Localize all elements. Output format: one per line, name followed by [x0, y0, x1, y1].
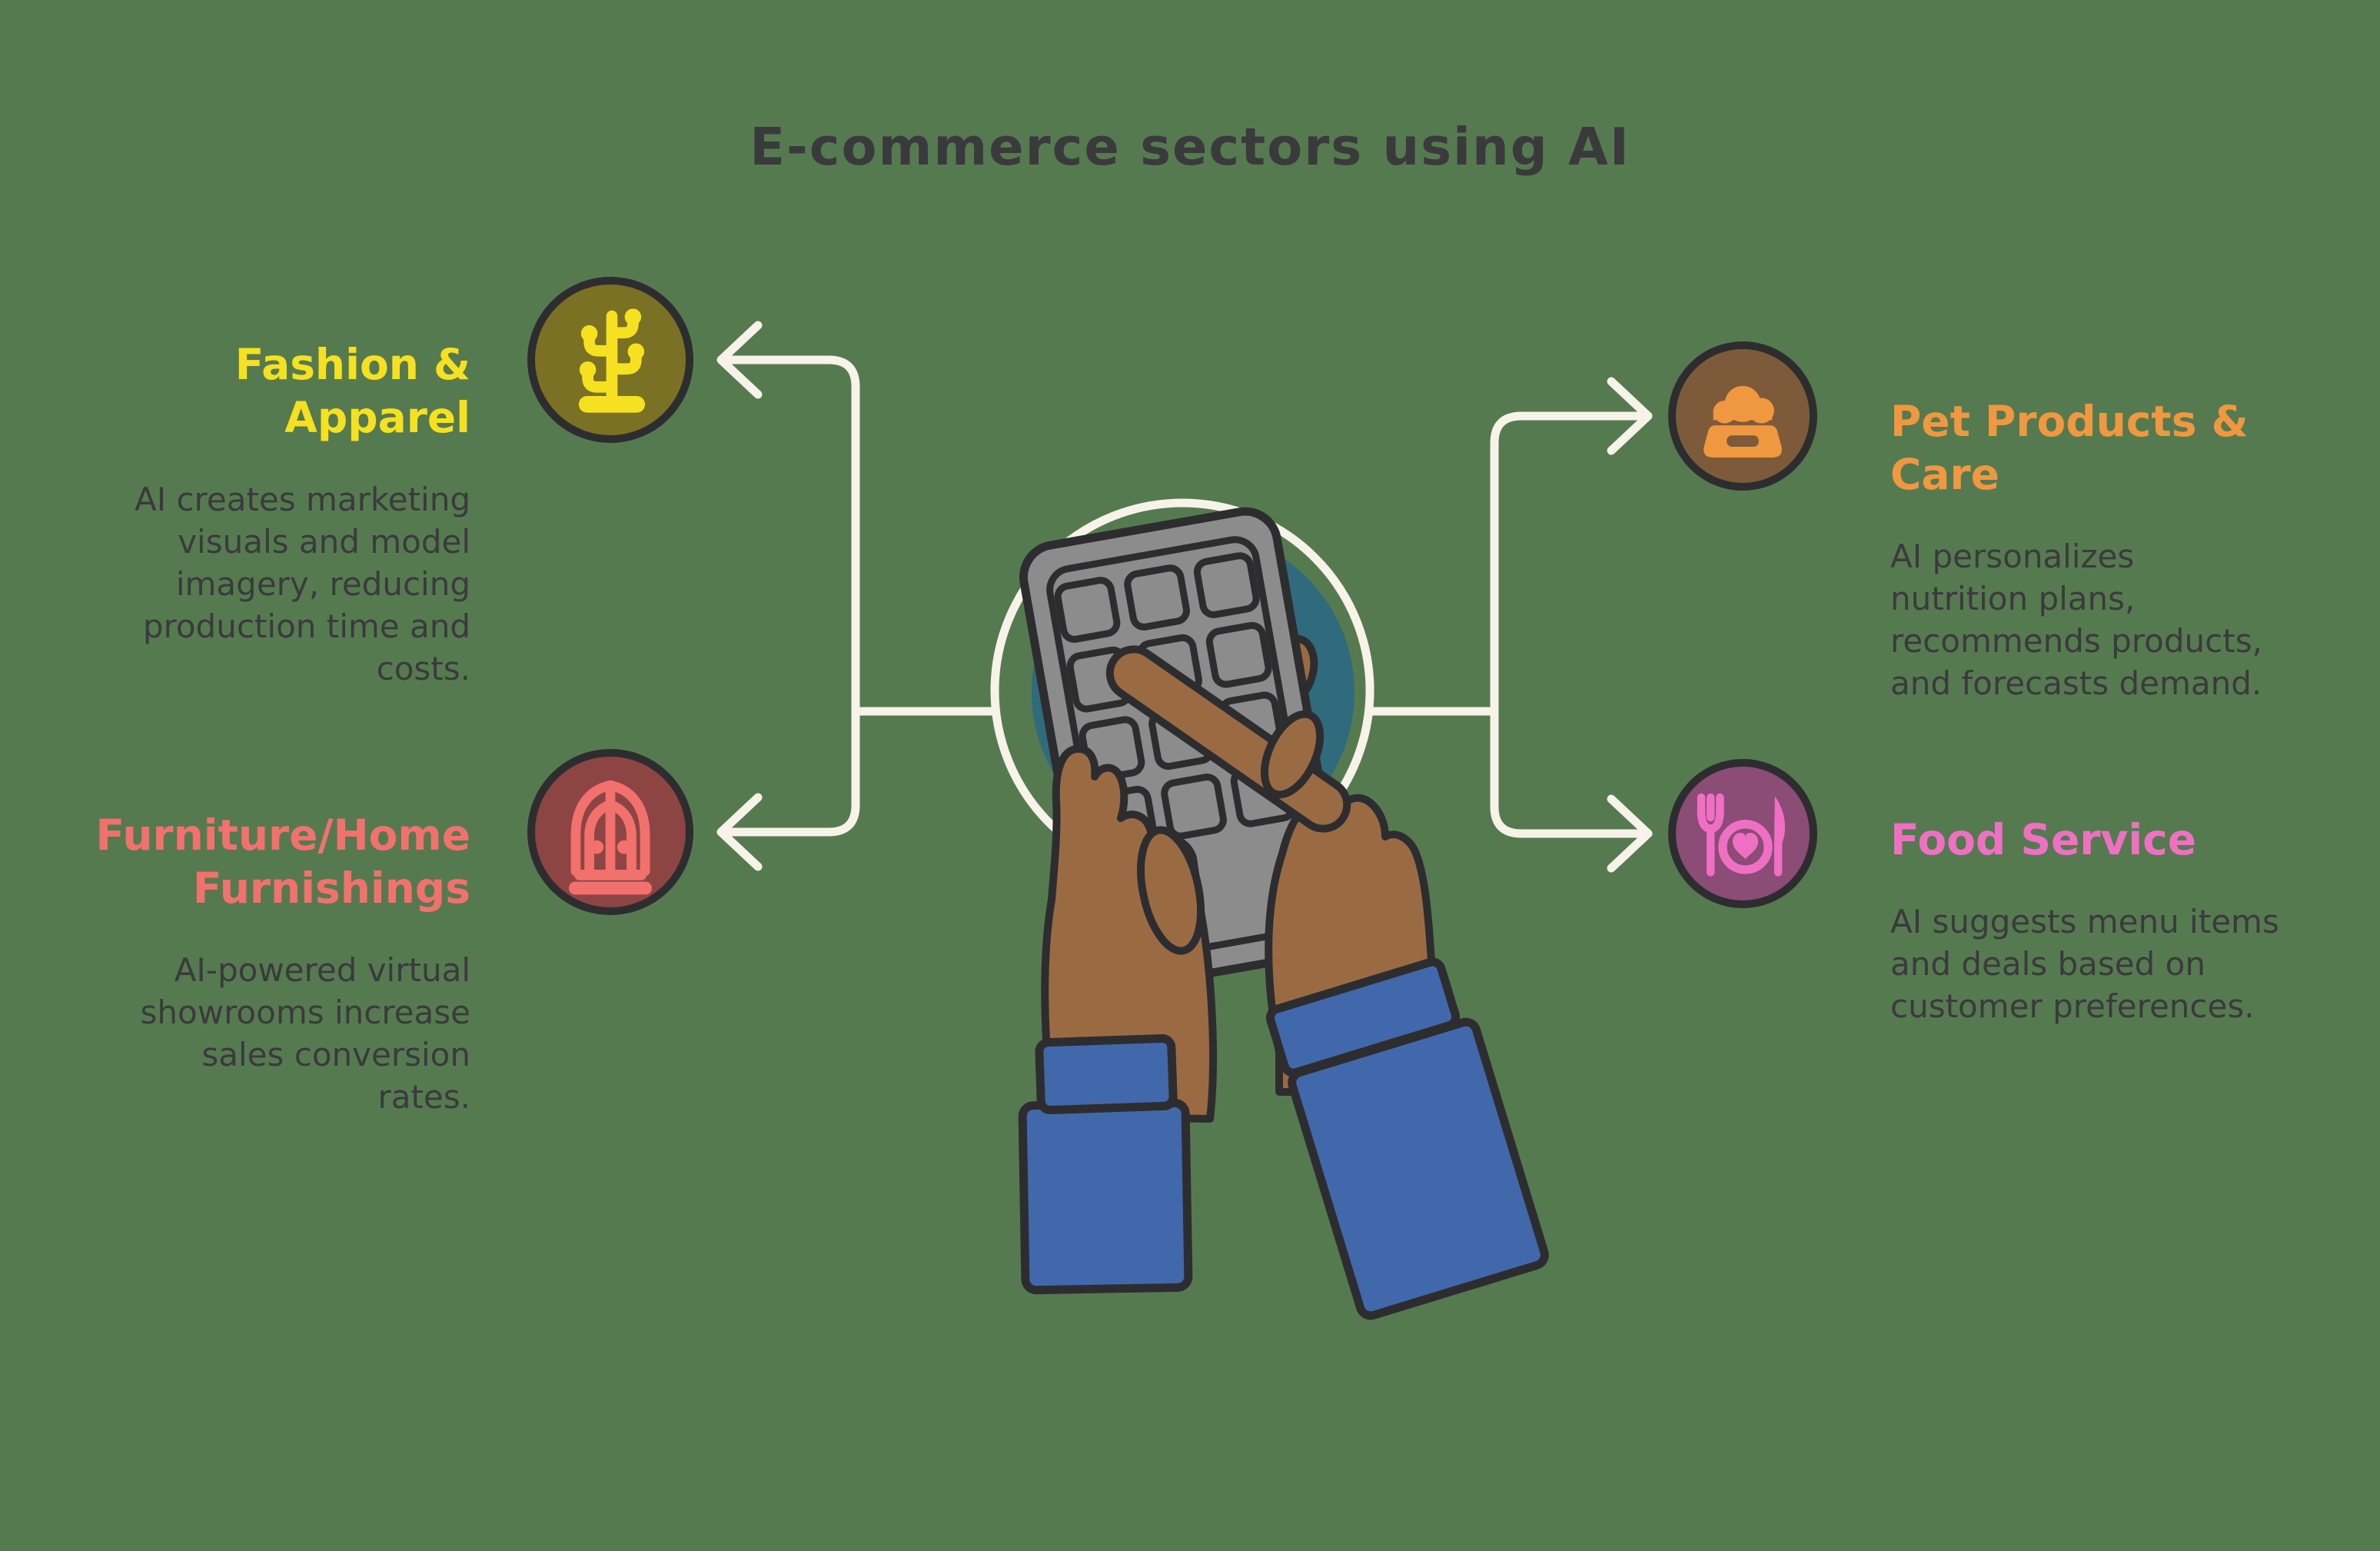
coat-rack-icon	[578, 308, 646, 413]
furniture-title: Furniture/Home Furnishings	[95, 810, 470, 913]
pet-badge	[1668, 341, 1817, 491]
page-title: E-commerce sectors using AI	[750, 117, 1630, 177]
furniture-description: AI-powered virtual showrooms increase sa…	[140, 951, 470, 1116]
left-thumb	[1137, 826, 1205, 955]
pet-bowl-icon	[1704, 385, 1782, 458]
right-cuff	[1265, 957, 1461, 1077]
arrow-left-bottom-icon	[716, 793, 763, 871]
left-hand	[1041, 744, 1217, 1123]
connector-left	[716, 321, 1000, 871]
left-sleeve	[1018, 1098, 1193, 1295]
pet-title: Pet Products & Care	[1890, 397, 2249, 499]
cutlery-icon	[1697, 793, 1786, 877]
fashion-title: Fashion & Apparel	[234, 340, 470, 442]
right-thumb	[1260, 710, 1325, 799]
arrow-right-top-icon	[1607, 377, 1653, 455]
left-cuff	[1035, 1033, 1178, 1115]
arrow-left-top-icon	[716, 321, 763, 399]
food-title: Food Service	[1890, 815, 2197, 864]
furniture-badge	[527, 749, 693, 915]
food-description: AI suggests menu items and deals based o…	[1890, 903, 2279, 1025]
connector-right	[1365, 377, 1653, 873]
arrow-right-bottom-icon	[1607, 794, 1653, 873]
food-section: Food Service AI suggests menu items and …	[1890, 814, 2380, 1027]
wardrobe-icon	[569, 780, 652, 895]
pet-description: AI personalizes nutrition plans, recomme…	[1890, 538, 2262, 702]
fashion-section: Fashion & Apparel AI creates marketing v…	[0, 338, 470, 690]
sleeves	[1018, 957, 1549, 1320]
food-badge	[1668, 759, 1817, 908]
pet-section: Pet Products & Care AI personalizes nutr…	[1890, 395, 2380, 704]
fashion-description: AI creates marketing visuals and model i…	[134, 481, 470, 687]
fashion-badge	[527, 277, 693, 443]
furniture-section: Furniture/Home Furnishings AI-powered vi…	[0, 809, 470, 1118]
